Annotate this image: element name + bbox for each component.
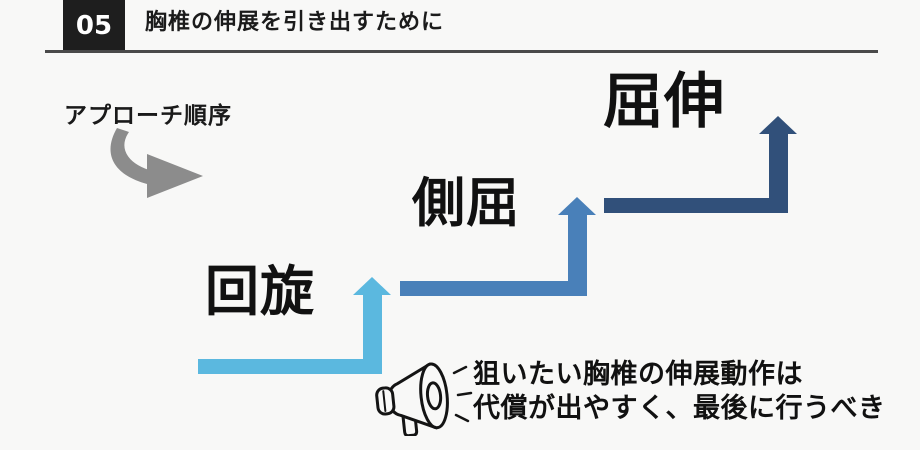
step2-arrow-shaft <box>568 215 587 296</box>
step3-arrow-shaft <box>769 134 788 213</box>
header-divider <box>45 50 878 53</box>
step1-label: 回旋 <box>205 260 315 323</box>
curved-right-arrow-icon <box>110 128 203 198</box>
step2-arrowhead-icon <box>558 197 596 215</box>
note-line2: 代償が出やすく、最後に行うべき <box>473 393 886 424</box>
slide-title: 胸椎の伸展を引き出すために <box>145 10 445 35</box>
step2-bar <box>400 281 587 296</box>
step1-arrow-shaft <box>363 294 382 374</box>
step3-label: 屈伸 <box>603 67 725 137</box>
step1-arrowhead-icon <box>353 277 391 295</box>
step1-bar <box>198 359 382 374</box>
step3-bar <box>604 198 788 213</box>
slide-number: 05 <box>75 11 113 41</box>
slide-number-badge: 05 <box>63 0 125 52</box>
step3-arrowhead-icon <box>759 116 797 134</box>
step2-label: 側屈 <box>412 173 520 234</box>
note-line1: 狙いたい胸椎の伸展動作は <box>473 359 803 390</box>
approach-order-label: アプローチ順序 <box>64 103 232 129</box>
note-text: 狙いたい胸椎の伸展動作は 代償が出やすく、最後に行うべき <box>473 358 886 426</box>
megaphone-icon <box>375 362 473 436</box>
